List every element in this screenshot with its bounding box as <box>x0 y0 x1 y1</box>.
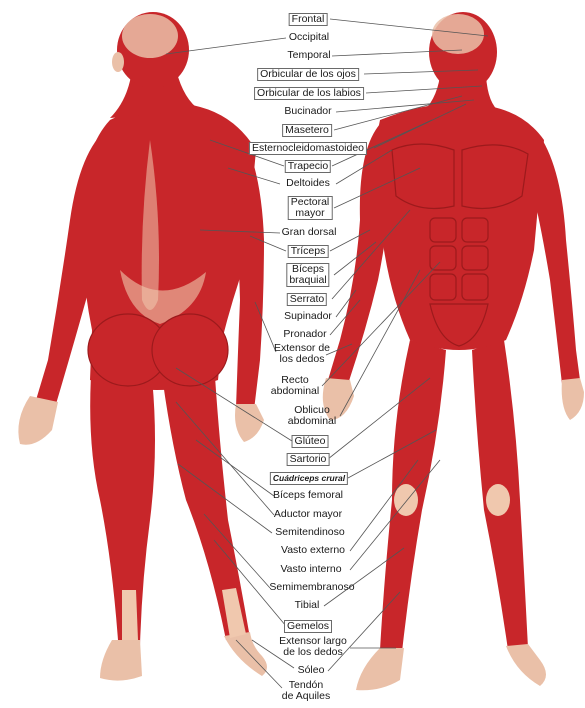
front-left-foot <box>356 648 404 690</box>
label-pectoral-mayor: Pectoral mayor <box>288 196 333 220</box>
label-serrato: Serrato <box>287 293 327 306</box>
label-biceps-femoral: Bíceps femoral <box>273 490 343 501</box>
label-vasto-interno: Vasto interno <box>280 564 341 575</box>
front-right-foot <box>506 644 546 686</box>
front-head-scalp <box>432 14 484 54</box>
label-aductor-mayor: Aductor mayor <box>274 509 342 520</box>
leader-tendon-aquiles <box>236 640 282 688</box>
label-soleo: Sóleo <box>298 665 325 676</box>
back-right-foot <box>224 632 267 676</box>
label-tendon-aquiles: Tendón de Aquiles <box>282 680 330 702</box>
label-semitendinoso: Semitendinoso <box>275 527 344 538</box>
back-left-achilles <box>122 590 138 640</box>
label-bucinador: Bucinador <box>284 106 331 117</box>
label-triceps: Tríceps <box>288 245 329 258</box>
ab-segment <box>462 274 488 300</box>
back-ear <box>112 52 124 72</box>
front-right-hand <box>562 378 584 420</box>
label-vasto-externo: Vasto externo <box>281 545 345 556</box>
label-orbicular-ojos: Orbicular de los ojos <box>257 68 359 81</box>
front-figure <box>323 12 584 690</box>
ab-segment <box>462 246 488 270</box>
label-extensor-largo-dedos: Extensor largo de los dedos <box>279 636 347 658</box>
ab-segment <box>430 274 456 300</box>
label-trapecio: Trapecio <box>285 160 331 173</box>
label-orbicular-labios: Orbicular de los labios <box>254 87 364 100</box>
label-gemelos: Gemelos <box>284 620 332 633</box>
label-supinador: Supinador <box>284 311 332 322</box>
front-right-arm <box>530 136 580 384</box>
back-left-foot <box>100 640 142 681</box>
ab-segment <box>462 218 488 242</box>
label-frontal: Frontal <box>289 13 328 26</box>
back-right-hand <box>235 404 264 442</box>
label-pronador: Pronador <box>283 329 326 340</box>
label-esternocleidomastoideo: Esternocleidomastoideo <box>249 142 367 155</box>
back-figure <box>18 12 267 681</box>
label-semimembranoso: Semimembranoso <box>269 582 354 593</box>
back-glute-right <box>152 314 228 386</box>
ab-segment <box>430 218 456 242</box>
front-right-knee <box>486 484 510 516</box>
label-occipital: Occipital <box>289 32 329 43</box>
back-head-scalp <box>122 14 178 58</box>
label-masetero: Masetero <box>282 124 332 137</box>
label-recto-abdominal: Recto abdominal <box>271 375 319 397</box>
label-cuadriceps-crural: Cuádriceps crural <box>270 472 348 485</box>
label-biceps-braquial: Bíceps braquial <box>286 263 329 287</box>
front-pectoral-left <box>392 144 454 208</box>
ab-segment <box>430 246 456 270</box>
label-tibial: Tibial <box>295 600 320 611</box>
label-extensor-dedos: Extensor de los dedos <box>274 343 330 365</box>
back-left-hand <box>18 396 58 445</box>
label-gluteo: Glúteo <box>292 435 329 448</box>
label-gran-dorsal: Gran dorsal <box>282 227 337 238</box>
front-pectoral-right <box>462 145 528 209</box>
label-oblicuo-abdominal: Oblicuo abdominal <box>288 405 336 427</box>
label-temporal: Temporal <box>287 50 330 61</box>
label-deltoides: Deltoides <box>286 178 330 189</box>
label-sartorio: Sartorio <box>287 453 330 466</box>
